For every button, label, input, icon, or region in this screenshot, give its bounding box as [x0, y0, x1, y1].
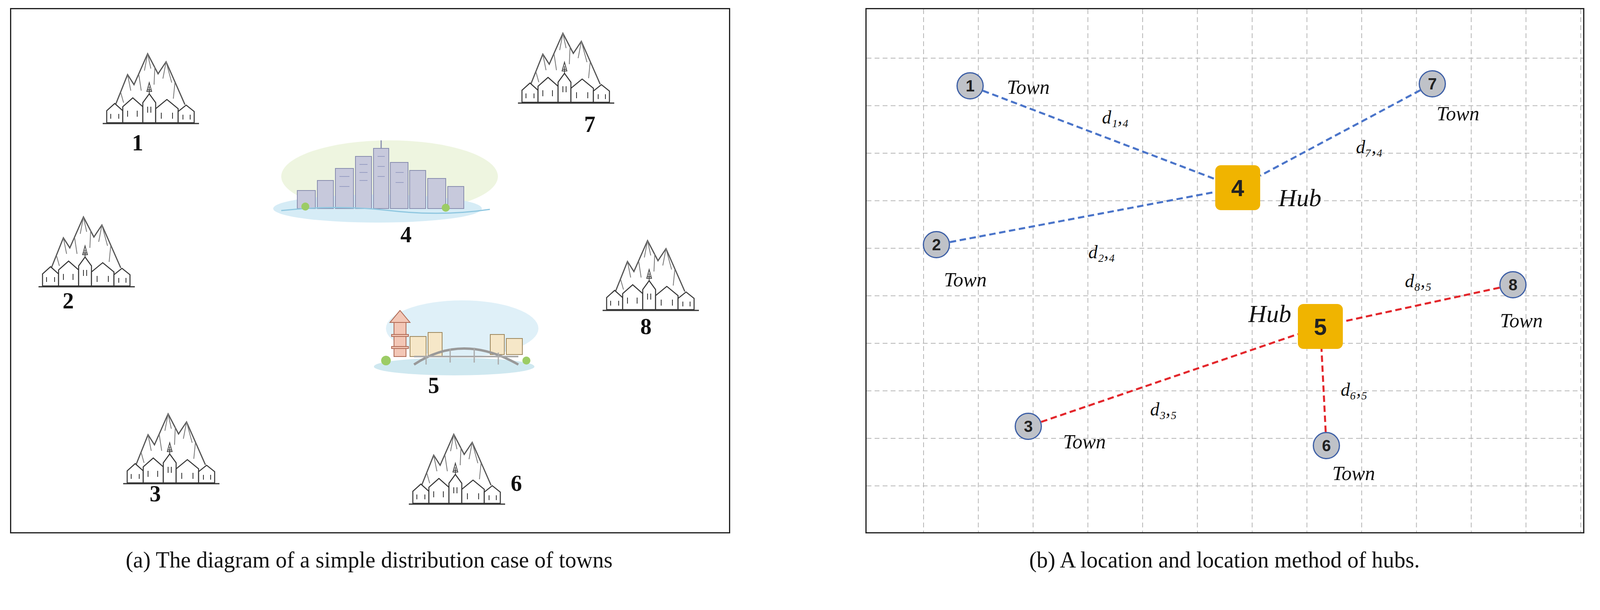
town-circle: 6Town: [1312, 432, 1341, 460]
node-number: 2: [931, 235, 941, 254]
grid-line: [1251, 9, 1253, 533]
hub-box: 5Hub: [1297, 304, 1343, 350]
grid-line: [866, 152, 1584, 154]
town-circle: 2Town: [922, 231, 951, 259]
distance-line: [1260, 90, 1421, 176]
node-label: Town: [944, 268, 987, 292]
node-number: 5: [1313, 313, 1327, 341]
distance-line: [1321, 349, 1326, 433]
callout-number: 4: [400, 221, 412, 248]
node-label: Hub: [1248, 299, 1292, 329]
grid-line: [1470, 9, 1472, 533]
grid-line: [1197, 9, 1198, 533]
grid-line: [866, 295, 1584, 297]
node-label: Town: [1436, 101, 1480, 126]
edge-label: d₁,₄: [1102, 106, 1129, 128]
grid-line: [1087, 9, 1089, 533]
grid-line: [866, 57, 1584, 59]
town-circle: 3Town: [1014, 412, 1042, 441]
caption-text: (a) The diagram of a simple distribution…: [125, 547, 613, 573]
node-number: 7: [1427, 75, 1437, 94]
edge-label: d₇,₄: [1356, 136, 1383, 158]
callout-number: 8: [640, 313, 652, 340]
node-number: 3: [1023, 417, 1033, 436]
grid-line: [1580, 9, 1582, 533]
hub-box: 4Hub: [1215, 165, 1261, 211]
node-number: 8: [1508, 276, 1518, 295]
callout-number: 5: [428, 372, 440, 399]
grid-line: [866, 438, 1584, 439]
node-label: Hub: [1278, 183, 1322, 213]
edge-label: d₂,₄: [1088, 241, 1115, 263]
callout-number: 3: [149, 481, 161, 507]
grid-line: [1525, 9, 1527, 533]
grid-line: [866, 343, 1584, 344]
distance-line: [949, 192, 1216, 243]
grid-line: [923, 9, 924, 533]
node-label: Town: [1332, 461, 1376, 486]
node-label: Town: [1500, 308, 1544, 333]
node-number: 6: [1321, 436, 1331, 455]
grid-line: [1361, 9, 1363, 533]
grid-line: [866, 247, 1584, 249]
distance-line: [982, 90, 1216, 180]
node-label: Town: [1007, 75, 1050, 99]
distance-line: [1041, 334, 1298, 423]
callout-number: 6: [510, 470, 522, 497]
caption-text: (b) A location and location method of hu…: [1029, 547, 1420, 573]
grid-line: [1142, 9, 1144, 533]
grid-line: [866, 485, 1584, 487]
edge-label: d₈,₅: [1405, 270, 1432, 292]
town-circle: 7Town: [1418, 70, 1446, 98]
distance-line: [1342, 287, 1500, 322]
callout-number: 1: [131, 129, 144, 156]
node-label: Town: [1063, 430, 1107, 454]
callout-number: 2: [62, 288, 74, 314]
edge-label: d₃,₅: [1150, 398, 1177, 421]
node-number: 4: [1231, 174, 1245, 202]
node-number: 1: [965, 77, 975, 96]
grid-line: [1306, 9, 1308, 533]
town-circle: 1Town: [956, 72, 984, 100]
panel-frame: [10, 8, 731, 534]
grid-line: [866, 390, 1584, 392]
town-circle: 8Town: [1499, 271, 1527, 299]
callout-number: 7: [584, 111, 596, 138]
edge-label: d₆,₅: [1340, 379, 1368, 401]
